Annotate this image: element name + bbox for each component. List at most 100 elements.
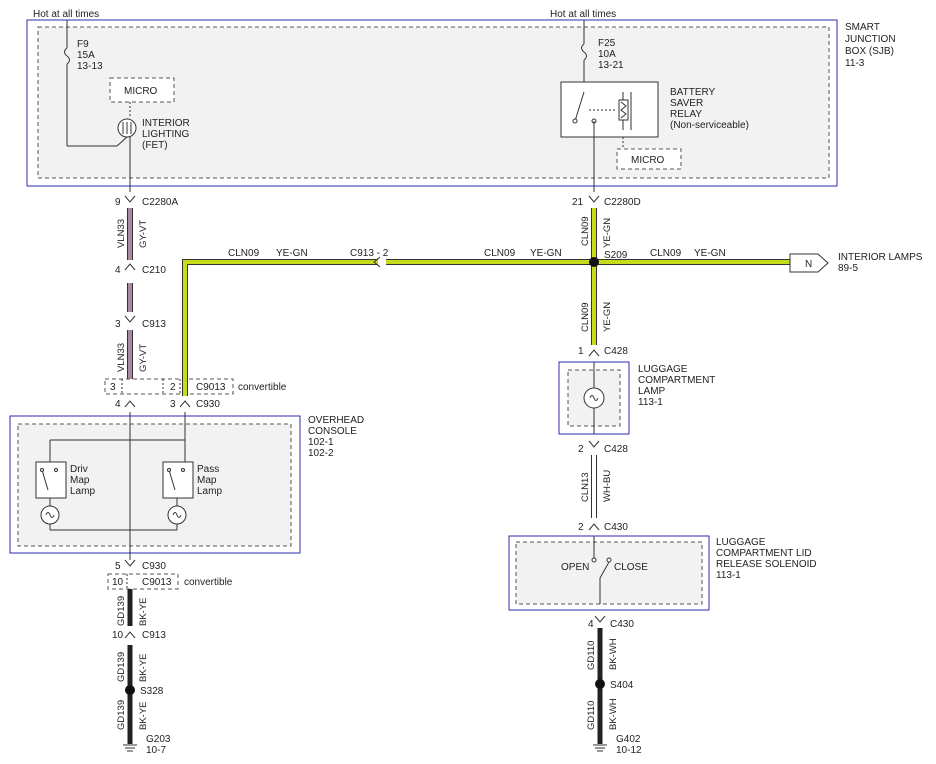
c428-a-pin: 1 — [578, 346, 584, 357]
c930-c-pin: 5 — [115, 561, 121, 572]
c2280a-pin: 9 — [115, 197, 121, 208]
c9013-c-box — [107, 573, 179, 590]
c913-2-label: C913 - 2 — [350, 248, 389, 259]
s328-label: S328 — [140, 686, 164, 697]
splice-s328 — [125, 685, 135, 695]
driv-label-1: Driv — [70, 464, 88, 475]
micro-right-label: MICRO — [631, 155, 665, 166]
pass-label-2: Map — [197, 475, 217, 486]
s209-label: S209 — [604, 250, 628, 261]
solenoid-ref: 113-1 — [716, 570, 741, 581]
c930-a-pin-b: 3 — [170, 399, 176, 410]
feed-label-left: Hot at all times — [33, 9, 99, 20]
c9013-a-label: C9013 — [196, 382, 226, 393]
connector-c2280a: 9 C2280A — [115, 195, 178, 208]
c913-a-pin: 3 — [115, 319, 121, 330]
solenoid-title-2: COMPARTMENT LID — [716, 548, 812, 559]
ground-g203: G203 10-7 — [123, 734, 171, 756]
wire-gd139-a: GD139 — [116, 596, 127, 626]
connector-c430-a: 2 C430 — [578, 522, 628, 533]
wire-gd139-c: GD139 — [116, 700, 127, 730]
connector-c428-a: 1 C428 — [578, 346, 628, 357]
connector-c913-a: 3 C913 — [115, 315, 166, 330]
overhead-console: OVERHEAD CONSOLE 102-1 102-2 Driv Map La… — [9, 412, 364, 560]
driv-label-2: Map — [70, 475, 90, 486]
solenoid-open: OPEN — [561, 562, 589, 573]
c9013-c-label: C9013 — [142, 577, 172, 588]
relay-label-2: SAVER — [670, 98, 703, 109]
micro-right-box — [616, 148, 682, 170]
wire-whbu: WH-BU — [602, 470, 613, 502]
solenoid-title-1: LUGGAGE — [716, 537, 766, 548]
wire-cln09-e: CLN09 — [580, 302, 591, 332]
c9013-a-convertible: convertible — [238, 382, 287, 393]
wire-yegn-e: YE-GN — [602, 302, 613, 332]
wire-cln09-b: CLN09 — [484, 248, 516, 259]
c930-a-pin-a: 4 — [115, 399, 121, 410]
interior-lighting-label-1: INTERIOR — [142, 118, 190, 129]
feed-label-right: Hot at all times — [550, 9, 616, 20]
driv-label-3: Lamp — [70, 486, 95, 497]
sjb-title-3: BOX (SJB) — [845, 46, 894, 57]
c430-a-pin: 2 — [578, 522, 584, 533]
sjb-title-1: SMART — [845, 22, 880, 33]
connector-c210: 4 C210 — [115, 263, 166, 276]
c430-a-label: C430 — [604, 522, 628, 533]
wire-bkye-b: BK-YE — [138, 653, 149, 682]
splice-s404 — [595, 679, 605, 689]
s404-label: S404 — [610, 680, 634, 691]
sjb-ref: 11-3 — [845, 58, 865, 69]
luggage-compartment-lamp: LUGGAGE COMPARTMENT LAMP 113-1 — [558, 361, 715, 435]
micro-left-box — [109, 77, 175, 103]
c913-c-pin: 10 — [112, 630, 124, 641]
g203-label: G203 — [146, 734, 171, 745]
luggage-lamp-title-1: LUGGAGE — [638, 364, 688, 375]
pass-label-3: Lamp — [197, 486, 222, 497]
release-solenoid: OPEN CLOSE LUGGAGE COMPARTMENT LID RELEA… — [508, 535, 817, 611]
fuse-f9-rating: 15A — [77, 50, 95, 61]
fuse-f9-name: F9 — [77, 39, 89, 50]
relay-label-4: (Non-serviceable) — [670, 120, 749, 131]
solenoid-title-3: RELEASE SOLENOID — [716, 559, 817, 570]
relay-label-1: BATTERY — [670, 87, 716, 98]
c930-c-label: C930 — [142, 561, 166, 572]
wire-bkwh-a: BK-WH — [608, 638, 619, 670]
luggage-lamp-title-3: LAMP — [638, 386, 666, 397]
connector-c430-b: 4 C430 — [588, 615, 634, 630]
g402-label: G402 — [616, 734, 641, 745]
wire-cln09-c: CLN09 — [650, 248, 682, 259]
c9013-c-pin: 10 — [112, 577, 124, 588]
fuse-f25-ref: 13-21 — [598, 60, 624, 71]
wire-cln13: CLN13 — [580, 472, 591, 502]
wire-vln33-1: VLN33 — [116, 219, 127, 248]
c428-a-label: C428 — [604, 346, 628, 357]
smart-junction-box: SMART JUNCTION BOX (SJB) 11-3 — [26, 19, 896, 187]
c9013-a-box — [104, 378, 234, 395]
c913-c-label: C913 — [142, 630, 166, 641]
overhead-title-2: CONSOLE — [308, 426, 357, 437]
wire-gd110-a: GD110 — [586, 641, 597, 670]
c913-a-label: C913 — [142, 319, 166, 330]
fuse-f9-ref: 13-13 — [77, 61, 103, 72]
connector-c913-c: 10 C913 — [112, 630, 166, 641]
interior-lighting-label-3: (FET) — [142, 140, 168, 151]
interior-lamps-tag: N INTERIOR LAMPS 89-5 — [789, 252, 923, 274]
wire-yegn-b: YE-GN — [530, 248, 562, 259]
micro-left-label: MICRO — [124, 86, 158, 97]
connector-c930-c: 5 C930 — [115, 559, 166, 572]
sjb-title-2: JUNCTION — [845, 34, 896, 45]
overhead-ref-2: 102-2 — [308, 448, 334, 459]
wire-yegn-d: YE-GN — [602, 218, 613, 248]
c430-b-label: C430 — [610, 619, 634, 630]
interior-lighting-fet: INTERIOR LIGHTING (FET) — [116, 118, 190, 151]
c428-b-pin: 2 — [578, 444, 584, 455]
connector-c2280d: 21 C2280D — [572, 195, 641, 208]
solenoid-close: CLOSE — [614, 562, 648, 573]
wire-vln33-2: VLN33 — [116, 343, 127, 372]
fuse-f25-rating: 10A — [598, 49, 616, 60]
c2280a-label: C2280A — [142, 197, 178, 208]
luggage-lamp-title-2: COMPARTMENT — [638, 375, 715, 386]
fuse-f25: F25 10A 13-21 — [581, 20, 624, 92]
c930-a-label: C930 — [196, 399, 220, 410]
